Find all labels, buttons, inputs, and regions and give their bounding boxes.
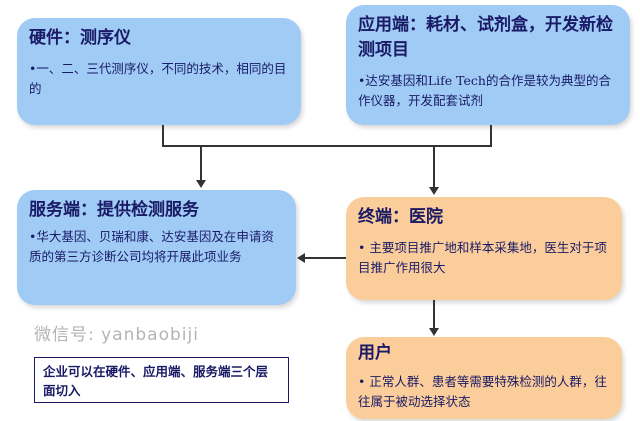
user-body: • 正常人群、患者等需要特殊检测的人群，往往属于被动选择状态 xyxy=(358,374,607,409)
hardware-title: 硬件：测序仪 xyxy=(29,28,131,48)
application-body: •达安基因和Life Tech的合作是较为典型的合作仪器，开发配套试剂 xyxy=(358,73,611,108)
hardware-box: 硬件：测序仪 •一、二、三代测序仪，不同的技术，相同的目的 xyxy=(17,18,301,125)
connector-line xyxy=(490,125,492,146)
note-box: 企业可以在硬件、应用端、服务端三个层面切入 xyxy=(34,357,289,403)
arrow-left-icon xyxy=(297,253,305,263)
application-box: 应用端：耗材、试剂盒，开发新检测项目 •达安基因和Life Tech的合作是较为… xyxy=(346,5,630,125)
user-box: 用户 • 正常人群、患者等需要特殊检测的人群，往往属于被动选择状态 xyxy=(346,337,622,419)
connector-line xyxy=(305,257,346,259)
watermark: 微信号: yanbaobiji xyxy=(34,325,199,345)
connector-line xyxy=(433,145,435,187)
hardware-body: •一、二、三代测序仪，不同的技术，相同的目的 xyxy=(29,61,287,96)
service-body: •华大基因、贝瑞和康、达安基因及在申请资质的第三方诊断公司均将开展此项业务 xyxy=(29,229,274,264)
service-box: 服务端：提供检测服务 •华大基因、贝瑞和康、达安基因及在申请资质的第三方诊断公司… xyxy=(17,190,296,305)
terminal-title: 终端：医院 xyxy=(358,207,443,227)
arrow-down-icon xyxy=(196,180,206,188)
arrow-down-icon xyxy=(429,187,439,195)
application-title: 应用端：耗材、试剂盒，开发新检测项目 xyxy=(358,15,613,60)
user-title: 用户 xyxy=(358,343,392,363)
connector-line xyxy=(433,300,435,328)
connector-line xyxy=(162,125,164,146)
terminal-body: • 主要项目推广地和样本采集地，医生对于项目推广作用很大 xyxy=(358,240,607,275)
arrow-down-icon xyxy=(429,328,439,336)
terminal-box: 终端：医院 • 主要项目推广地和样本采集地，医生对于项目推广作用很大 xyxy=(346,197,622,300)
connector-line xyxy=(162,145,492,147)
service-title: 服务端：提供检测服务 xyxy=(29,200,199,220)
connector-line xyxy=(200,145,202,181)
